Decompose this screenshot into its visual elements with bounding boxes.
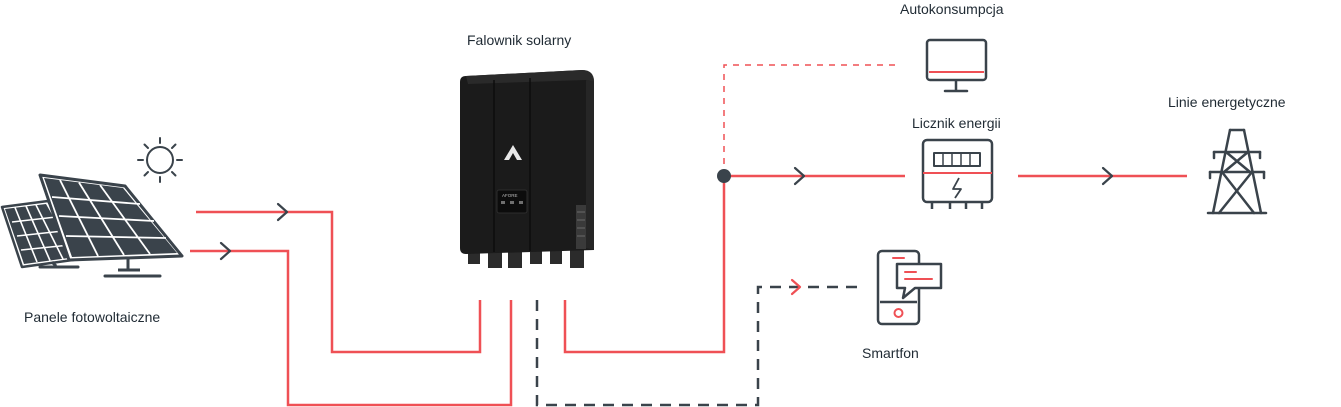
arrow-icon [276, 202, 289, 222]
label-panels: Panele fotowoltaiczne [24, 309, 161, 325]
label-inverter: Falownik solarny [467, 32, 572, 48]
inverter-icon [460, 70, 594, 268]
sun-icon [137, 137, 183, 183]
energy-meter-icon [921, 138, 994, 209]
arrow-icon [790, 278, 802, 296]
arrow-icon [1101, 166, 1114, 186]
self-consumption-line [723, 64, 900, 176]
junction-node [717, 169, 731, 183]
label-self-consumption: Autokonsumpcja [900, 1, 1004, 17]
arrow-icon [793, 166, 806, 186]
power-pylon-icon [1206, 128, 1268, 215]
dc-line-2 [190, 249, 513, 407]
label-power-lines: Linie energetyczne [1168, 94, 1286, 110]
arrow-icon [219, 241, 232, 261]
data-link [535, 285, 858, 407]
dc-line-1 [196, 210, 482, 354]
power-lines [190, 64, 1187, 407]
label-energy-meter: Licznik energii [912, 115, 1001, 131]
flow-arrows [219, 166, 1114, 261]
ac-line-out [563, 176, 726, 354]
smartphone-icon [876, 249, 943, 326]
label-smartphone: Smartfon [862, 345, 919, 361]
inverter-brand: AFORE [502, 193, 518, 198]
brand-logo-icon [504, 145, 522, 160]
solar-panels-icon [0, 173, 184, 278]
monitor-icon [925, 38, 988, 93]
